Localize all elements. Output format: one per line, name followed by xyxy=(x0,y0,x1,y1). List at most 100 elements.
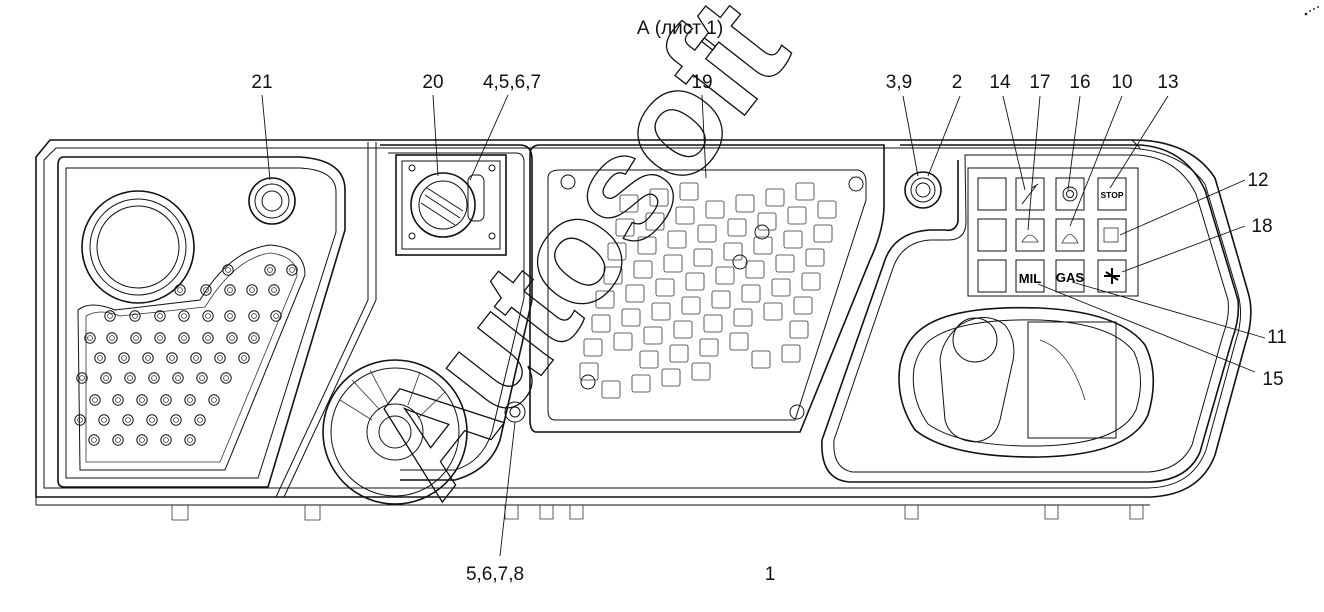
keypad-key[interactable] xyxy=(691,362,711,381)
keypad-key[interactable] xyxy=(579,362,599,381)
speaker-hole xyxy=(220,372,232,384)
speaker-hole-inner xyxy=(121,355,127,361)
switch-blank-1[interactable] xyxy=(977,177,1007,211)
keypad-key[interactable] xyxy=(675,206,695,225)
keypad-key[interactable] xyxy=(621,308,641,327)
keypad-key[interactable] xyxy=(715,266,735,285)
keypad-key[interactable] xyxy=(801,272,821,291)
switch-mil[interactable] xyxy=(1015,259,1045,293)
keypad-key[interactable] xyxy=(771,278,791,297)
keypad-key[interactable] xyxy=(813,224,833,243)
switch-17b[interactable] xyxy=(1055,218,1085,252)
keypad-key[interactable] xyxy=(781,344,801,363)
switch-gas[interactable] xyxy=(1055,259,1085,293)
keypad-key[interactable] xyxy=(667,230,687,249)
keypad-key[interactable] xyxy=(693,248,713,267)
keypad-key[interactable] xyxy=(741,284,761,303)
keypad-key[interactable] xyxy=(697,224,717,243)
keypad-key[interactable] xyxy=(615,218,635,237)
keypad-key[interactable] xyxy=(645,212,665,231)
keypad-key[interactable] xyxy=(757,212,777,231)
joystick-module xyxy=(821,144,1240,483)
keypad-key[interactable] xyxy=(637,236,657,255)
keypad-key[interactable] xyxy=(745,260,765,279)
speaker-hole-inner xyxy=(289,267,295,273)
keypad-key[interactable] xyxy=(591,314,611,333)
switch-stop[interactable] xyxy=(1097,177,1127,211)
speaker-hole xyxy=(184,394,196,406)
keypad-key[interactable] xyxy=(661,368,681,387)
keypad-key[interactable] xyxy=(787,206,807,225)
rotary-switch-20[interactable] xyxy=(395,154,507,256)
speaker-hole xyxy=(214,352,226,364)
keypad-key[interactable] xyxy=(633,260,653,279)
speaker-hole-inner xyxy=(101,417,107,423)
keypad-key[interactable] xyxy=(679,182,699,201)
keypad-key[interactable] xyxy=(651,302,671,321)
speaker-hole-inner xyxy=(163,397,169,403)
callout-11: 11 xyxy=(1267,327,1287,348)
speaker-hole-inner xyxy=(227,313,233,319)
keypad-key[interactable] xyxy=(603,266,623,285)
keypad-key[interactable] xyxy=(789,320,809,339)
callout-4-5-6-7: 4,5,6,7 xyxy=(483,72,541,93)
keypad-key[interactable] xyxy=(751,350,771,369)
keypad-key[interactable] xyxy=(625,284,645,303)
keypad-key[interactable] xyxy=(699,338,719,357)
switch-18[interactable] xyxy=(1097,259,1127,293)
keypad-key[interactable] xyxy=(735,194,755,213)
keypad-key[interactable] xyxy=(711,290,731,309)
keypad-key[interactable] xyxy=(681,296,701,315)
switch-12[interactable] xyxy=(1097,218,1127,252)
keypad-key[interactable] xyxy=(703,314,723,333)
keypad-key[interactable] xyxy=(639,350,659,369)
keypad-key[interactable] xyxy=(663,254,683,273)
keypad-key[interactable] xyxy=(601,380,621,399)
button-21[interactable] xyxy=(248,177,296,225)
keypad-key[interactable] xyxy=(729,332,749,351)
keypad-key[interactable] xyxy=(705,200,725,219)
callout-20: 20 xyxy=(422,72,443,93)
speaker-hole-inner xyxy=(203,287,209,293)
speaker-hole xyxy=(154,332,166,344)
speaker-hole-inner xyxy=(132,313,138,319)
keypad-key[interactable] xyxy=(763,302,783,321)
keypad-key[interactable] xyxy=(793,296,813,315)
keypad-key[interactable] xyxy=(607,242,627,261)
keypad-key[interactable] xyxy=(669,344,689,363)
connector-3-9[interactable] xyxy=(904,171,942,209)
keypad-key[interactable] xyxy=(685,272,705,291)
keypad-key[interactable] xyxy=(783,230,803,249)
switch-blank-3[interactable] xyxy=(977,259,1007,293)
switch-17[interactable] xyxy=(1015,218,1045,252)
keypad-key[interactable] xyxy=(643,326,663,345)
keypad-key[interactable] xyxy=(805,248,825,267)
speaker-hole-inner xyxy=(181,313,187,319)
speaker-hole-inner xyxy=(229,335,235,341)
switch-16[interactable] xyxy=(1055,177,1085,211)
keypad-key[interactable] xyxy=(583,338,603,357)
keypad-key[interactable] xyxy=(775,254,795,273)
speaker-hole-inner xyxy=(125,417,131,423)
callout-15: 15 xyxy=(1262,369,1283,390)
keypad-key[interactable] xyxy=(727,218,747,237)
speaker-hole xyxy=(178,310,190,322)
keypad-key[interactable] xyxy=(655,278,675,297)
keypad-key[interactable] xyxy=(765,188,785,207)
switch-blank-2[interactable] xyxy=(977,218,1007,252)
keypad-key[interactable] xyxy=(723,242,743,261)
keypad-key[interactable] xyxy=(733,308,753,327)
keypad-key[interactable] xyxy=(631,374,651,393)
keypad-key[interactable] xyxy=(613,332,633,351)
keypad-key[interactable] xyxy=(595,290,615,309)
keypad-key[interactable] xyxy=(649,188,669,207)
keypad-key[interactable] xyxy=(795,182,815,201)
callout-21: 21 xyxy=(251,72,272,93)
speaker-hole-inner xyxy=(241,355,247,361)
keypad-key[interactable] xyxy=(673,320,693,339)
keypad-key[interactable] xyxy=(817,200,837,219)
keypad-key[interactable] xyxy=(619,194,639,213)
speaker-hole xyxy=(136,394,148,406)
callout-2: 2 xyxy=(952,72,963,93)
keypad-key[interactable] xyxy=(753,236,773,255)
